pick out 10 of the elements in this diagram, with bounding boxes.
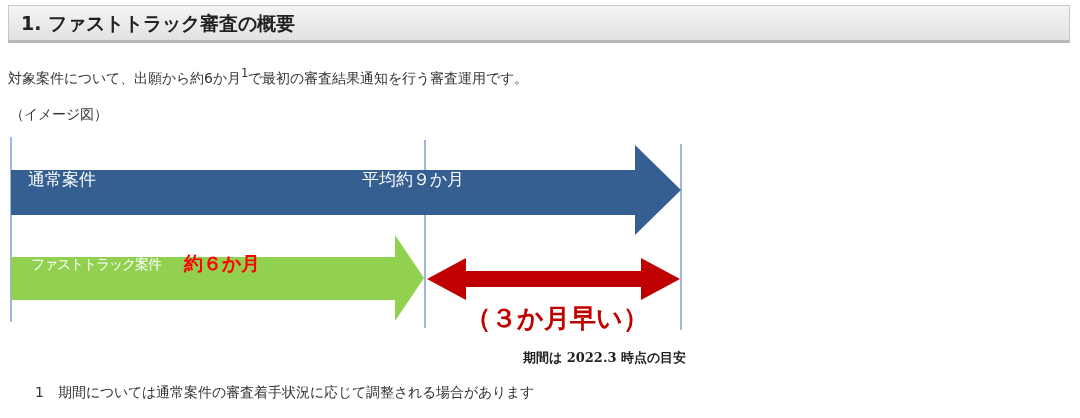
page-heading: 1. ファストトラック審査の概要: [8, 5, 1070, 43]
duration-label: 平均約９か月: [362, 167, 464, 191]
difference-label: （３か月早い）: [465, 302, 649, 335]
period-note: 期間は 2022.3 時点の目安: [523, 349, 686, 367]
footnote: 1 期間については通常案件の審査着手状況に応じて調整される場合があります: [35, 384, 534, 402]
duration-label: 約６か月: [184, 250, 260, 276]
bar-label: 通常案件: [28, 167, 96, 191]
bar-label: ファストトラック案件: [31, 256, 161, 274]
intro-text: 対象案件について、出願から約6か月$^{1}$で最初の審査結果通知を行う審査運用です。: [8, 66, 529, 88]
figure-note: （イメージ図）: [10, 106, 108, 124]
